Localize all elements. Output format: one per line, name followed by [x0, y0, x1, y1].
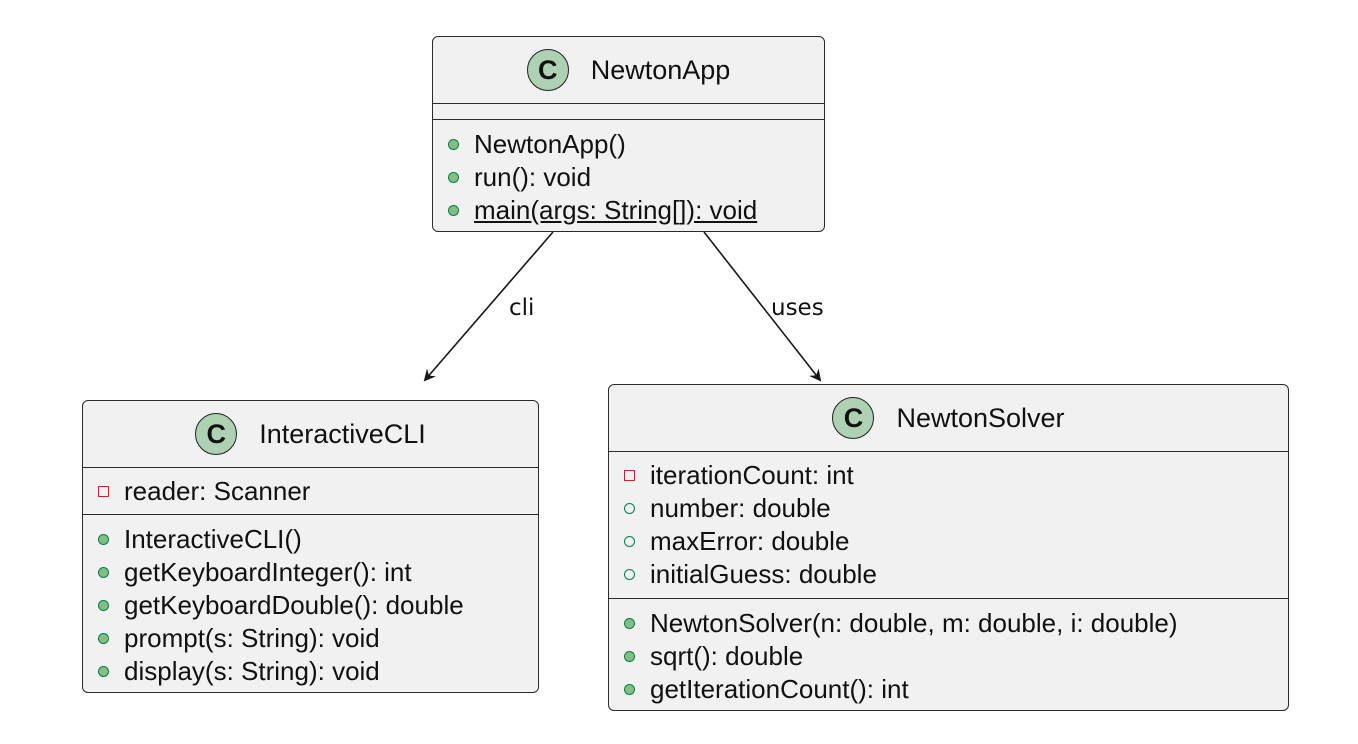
class-name: InteractiveCLI: [259, 418, 426, 449]
relation-cli-arrow: [423, 231, 554, 382]
class-name: NewtonSolver: [896, 402, 1065, 433]
method-text: run(): void: [474, 162, 592, 192]
methods-section: InteractiveCLI() getKeyboardInteger(): i…: [83, 514, 538, 688]
class-header: C InteractiveCLI: [83, 401, 538, 467]
class-interactive-cli[interactable]: C InteractiveCLI reader: Scanner Interac…: [82, 400, 539, 693]
public-method-icon: [98, 666, 109, 677]
class-icon: C: [195, 413, 238, 455]
method-text: NewtonSolver(n: double, m: double, i: do…: [650, 608, 1178, 638]
attributes-section: reader: Scanner: [83, 467, 538, 514]
method-item: main(args: String[]): void: [433, 194, 824, 227]
method-item: run(): void: [433, 161, 824, 194]
method-text: NewtonApp(): [474, 129, 626, 159]
public-method-icon: [624, 684, 635, 695]
attribute-text: reader: Scanner: [124, 476, 311, 506]
relation-uses-label: uses: [771, 295, 824, 321]
attribute-text: iterationCount: int: [650, 460, 854, 490]
attributes-section: [433, 103, 824, 119]
class-icon: C: [832, 397, 875, 439]
method-item: getIterationCount(): int: [609, 673, 1288, 706]
class-name: NewtonApp: [590, 54, 731, 85]
public-field-icon: [624, 536, 635, 547]
static-method-text: main(args: String[]): void: [474, 195, 758, 225]
methods-section: NewtonSolver(n: double, m: double, i: do…: [609, 598, 1288, 706]
attribute-item: initialGuess: double: [609, 558, 1288, 591]
public-method-icon: [624, 618, 635, 629]
method-item: InteractiveCLI(): [83, 523, 538, 556]
method-item: prompt(s: String): void: [83, 622, 538, 655]
public-method-icon: [98, 633, 109, 644]
method-item: sqrt(): double: [609, 640, 1288, 673]
method-text: getKeyboardDouble(): double: [124, 590, 464, 620]
method-item: NewtonSolver(n: double, m: double, i: do…: [609, 607, 1288, 640]
public-method-icon: [98, 600, 109, 611]
class-header: C NewtonApp: [433, 37, 824, 103]
method-text: sqrt(): double: [650, 641, 804, 671]
public-method-icon: [98, 567, 109, 578]
public-method-icon: [448, 139, 459, 150]
class-header: C NewtonSolver: [609, 385, 1288, 451]
attribute-text: initialGuess: double: [650, 559, 877, 589]
class-newton-solver[interactable]: C NewtonSolver iterationCount: int numbe…: [608, 384, 1289, 711]
method-text: getKeyboardInteger(): int: [124, 557, 412, 587]
method-text: InteractiveCLI(): [124, 524, 302, 554]
method-item: getKeyboardDouble(): double: [83, 589, 538, 622]
relation-uses-arrow: [703, 231, 822, 382]
method-item: getKeyboardInteger(): int: [83, 556, 538, 589]
public-method-icon: [624, 651, 635, 662]
method-text: prompt(s: String): void: [124, 623, 380, 653]
private-field-icon: [98, 486, 109, 497]
class-icon: C: [526, 49, 569, 91]
public-method-icon: [98, 534, 109, 545]
attribute-text: number: double: [650, 493, 831, 523]
private-field-icon: [624, 470, 635, 481]
relation-cli-label: cli: [509, 295, 535, 321]
attribute-item: reader: Scanner: [83, 475, 538, 508]
attribute-item: number: double: [609, 492, 1288, 525]
public-method-icon: [448, 172, 459, 183]
attribute-item: iterationCount: int: [609, 459, 1288, 492]
method-item: display(s: String): void: [83, 655, 538, 688]
attribute-text: maxError: double: [650, 526, 850, 556]
public-field-icon: [624, 569, 635, 580]
public-method-icon: [448, 205, 459, 216]
public-field-icon: [624, 503, 635, 514]
class-newton-app[interactable]: C NewtonApp NewtonApp() run(): void main…: [432, 36, 825, 232]
method-text: getIterationCount(): int: [650, 674, 909, 704]
attribute-item: maxError: double: [609, 525, 1288, 558]
methods-section: NewtonApp() run(): void main(args: Strin…: [433, 119, 824, 227]
attributes-section: iterationCount: int number: double maxEr…: [609, 451, 1288, 598]
method-text: display(s: String): void: [124, 656, 380, 686]
method-item: NewtonApp(): [433, 128, 824, 161]
